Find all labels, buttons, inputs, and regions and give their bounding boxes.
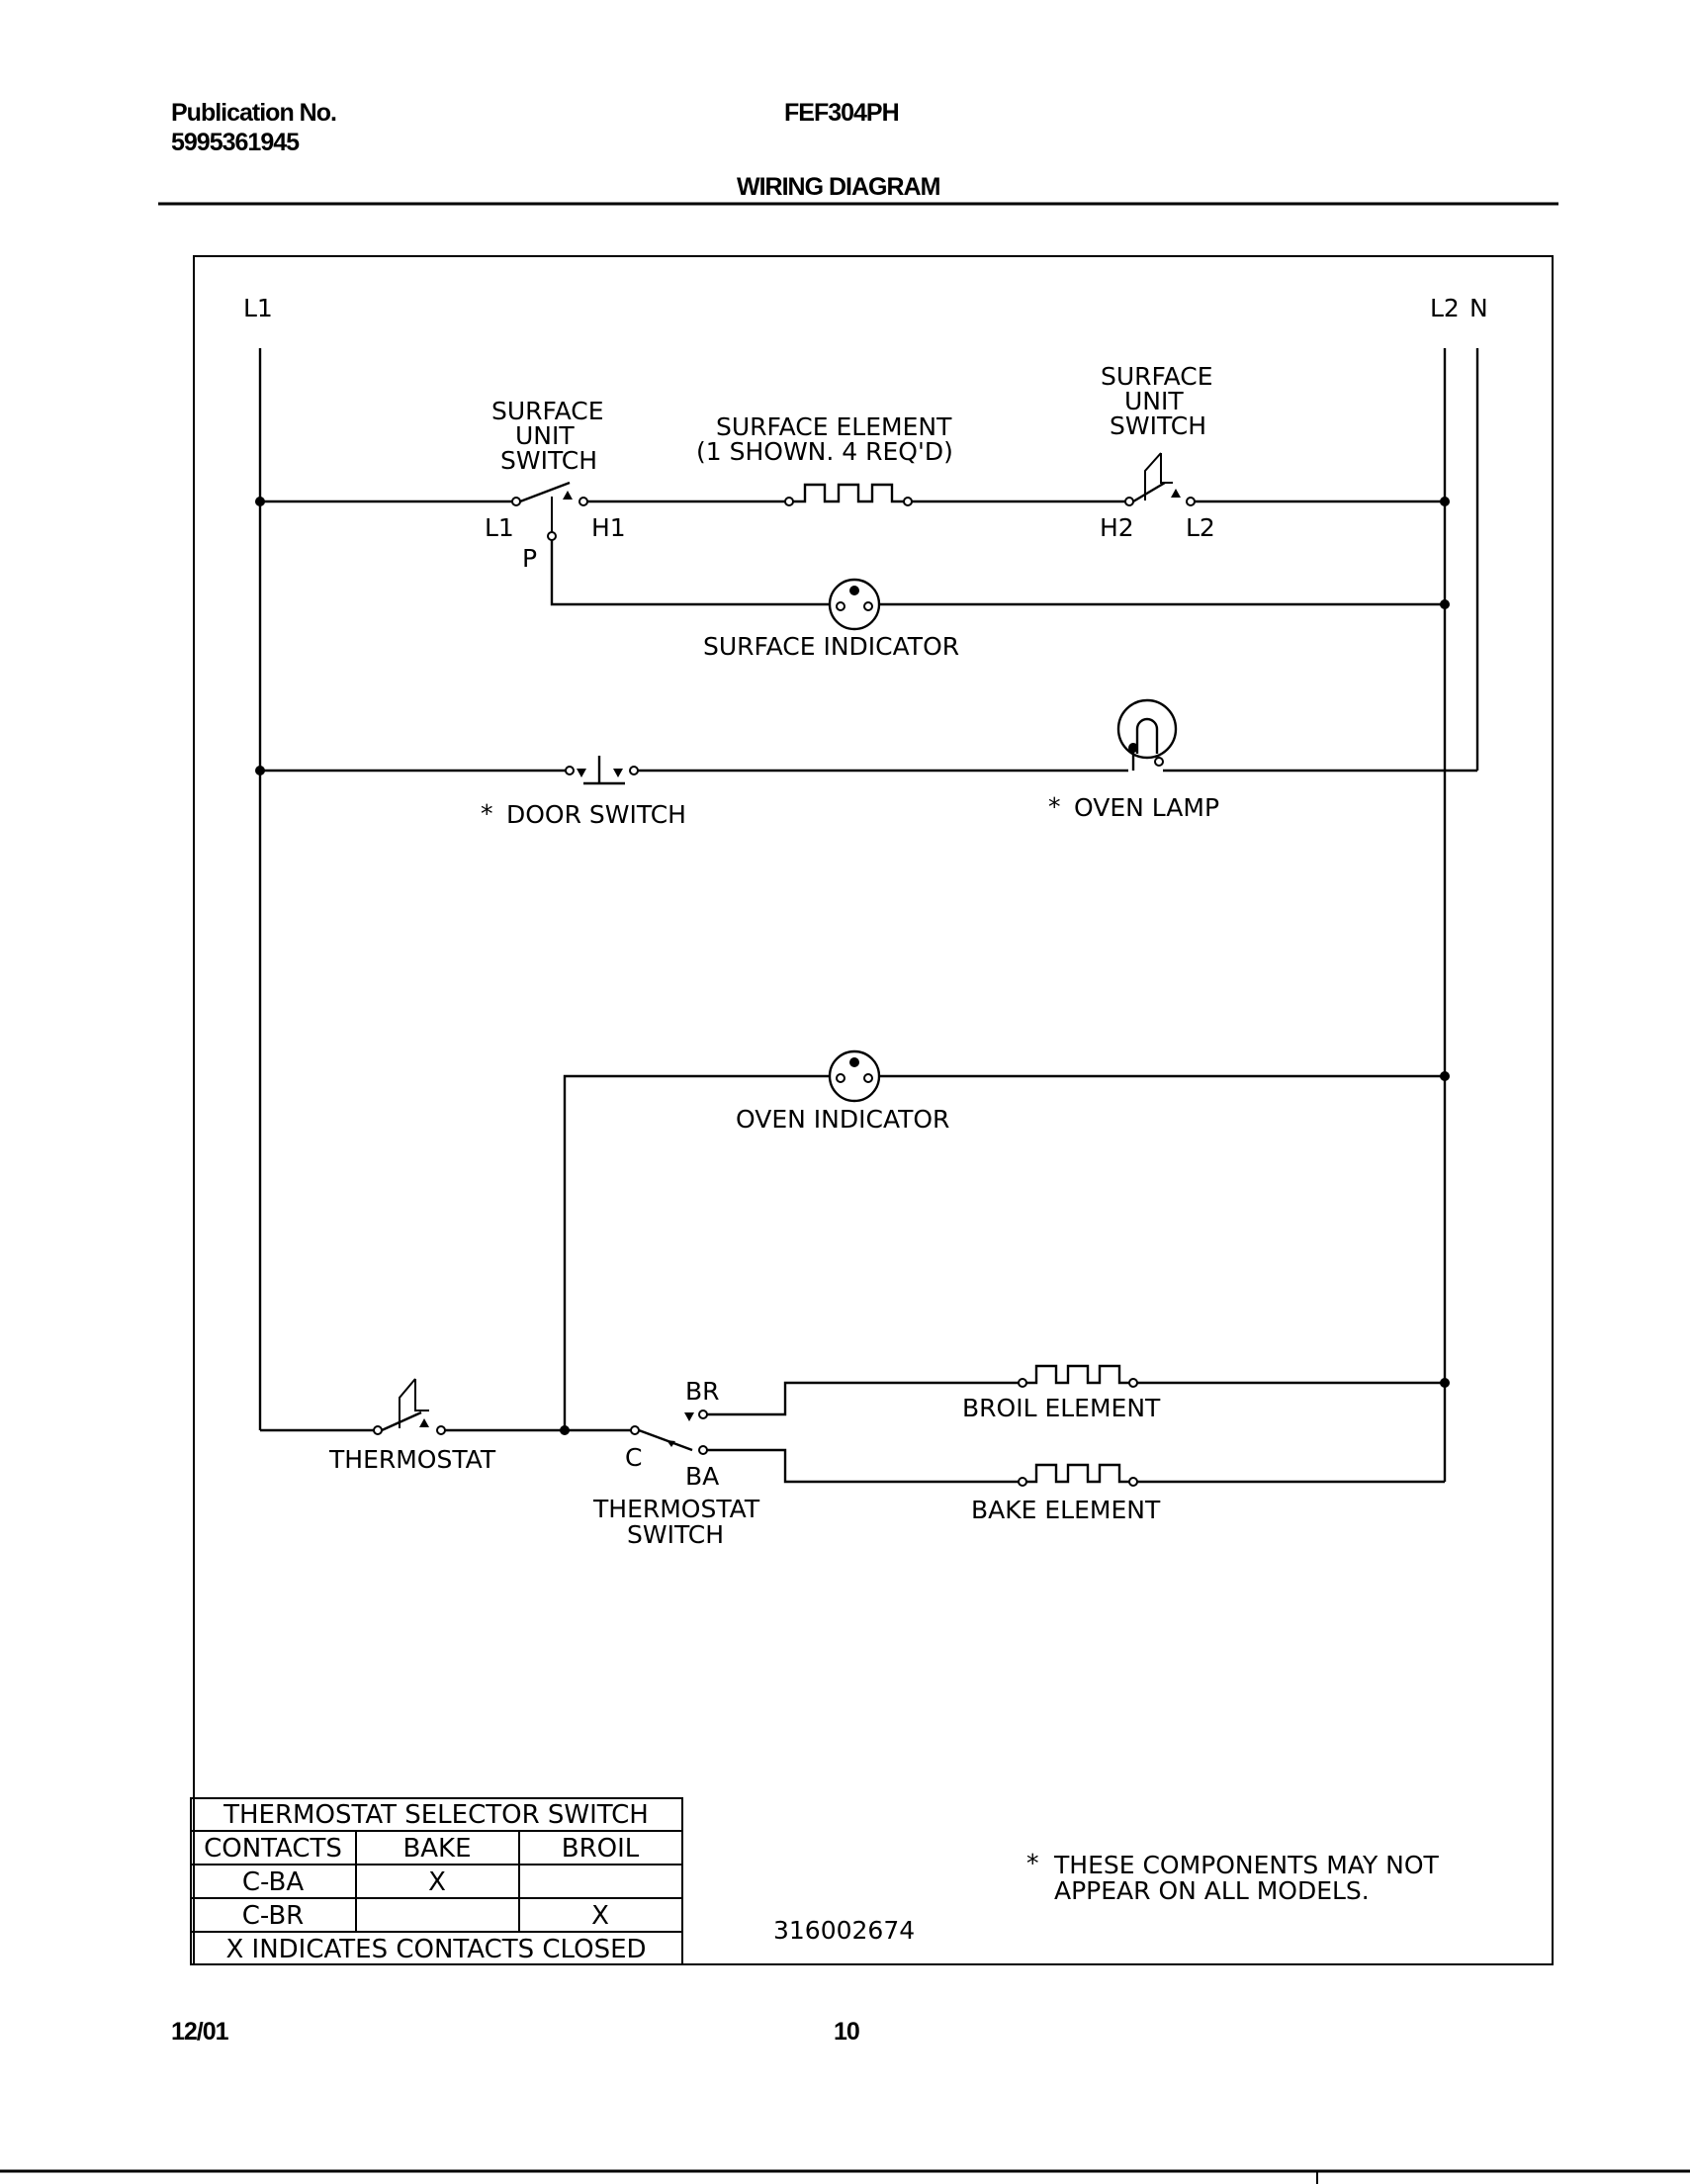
door-switch-terminal-left bbox=[565, 766, 575, 775]
door-switch-contact-right bbox=[613, 769, 623, 777]
door-switch-contact-left bbox=[577, 769, 586, 777]
thermostat-terminal-right bbox=[436, 1425, 446, 1435]
junction-oven-indicator bbox=[1440, 1071, 1450, 1081]
terminal-p-label: P bbox=[522, 544, 537, 573]
terminal-l2 bbox=[1186, 497, 1196, 506]
broil-terminal-left bbox=[1018, 1378, 1027, 1388]
note-line-2: APPEAR ON ALL MODELS. bbox=[1054, 1876, 1370, 1905]
note-asterisk: * bbox=[1026, 1849, 1039, 1877]
switch-contact-marker bbox=[563, 491, 573, 500]
terminal-br bbox=[698, 1410, 708, 1419]
footer-page-number: 10 bbox=[834, 2018, 860, 2046]
terminal-c-label: C bbox=[625, 1443, 642, 1472]
junction-broil bbox=[1440, 1378, 1450, 1388]
bake-terminal-left bbox=[1018, 1477, 1027, 1487]
terminal-p bbox=[547, 531, 557, 541]
thermostat-switch-label-1: THERMOSTAT bbox=[592, 1495, 760, 1523]
terminal-h1-label: H1 bbox=[591, 513, 626, 542]
surface-switch-left-label-3: SWITCH bbox=[500, 446, 597, 475]
broil-terminal-right bbox=[1128, 1378, 1138, 1388]
bake-element-symbol bbox=[1026, 1463, 1129, 1484]
selector-row1-contacts: C-BA bbox=[242, 1867, 304, 1897]
part-number: 316002674 bbox=[773, 1916, 915, 1945]
terminal-br-label: BR bbox=[685, 1377, 720, 1406]
oven-lamp-icon bbox=[1116, 698, 1178, 771]
terminal-h1 bbox=[578, 497, 588, 506]
surface-switch-right-label-1: SURFACE bbox=[1101, 362, 1213, 391]
n-label: N bbox=[1469, 294, 1488, 322]
surface-switch-right-label-3: SWITCH bbox=[1110, 411, 1206, 440]
terminal-ba bbox=[698, 1445, 708, 1455]
broil-element-label: BROIL ELEMENT bbox=[962, 1394, 1161, 1422]
terminal-h2 bbox=[1124, 497, 1134, 506]
selector-row1-bake: X bbox=[428, 1867, 446, 1897]
element-terminal-left bbox=[784, 497, 794, 506]
selector-table-footer: X INDICATES CONTACTS CLOSED bbox=[225, 1935, 646, 1964]
terminal-h2-label: H2 bbox=[1100, 513, 1134, 542]
junction-indicator bbox=[1440, 599, 1450, 609]
surface-switch-left-label-2: UNIT bbox=[515, 421, 575, 450]
publication-number: 5995361945 bbox=[171, 129, 300, 156]
terminal-l1 bbox=[511, 497, 521, 506]
publication-label: Publication No. bbox=[171, 99, 337, 127]
surface-element-label-2: (1 SHOWN. 4 REQ'D) bbox=[696, 437, 953, 466]
oven-indicator-icon bbox=[828, 1049, 881, 1103]
wire-oven-indicator-left bbox=[563, 1074, 830, 1431]
oven-lamp-label: OVEN LAMP bbox=[1074, 793, 1219, 822]
thermostat-contact-marker bbox=[419, 1418, 429, 1427]
bimetal-symbol bbox=[1144, 452, 1173, 500]
thermostat-terminal-left bbox=[373, 1425, 383, 1435]
selector-table-title: THERMOSTAT SELECTOR SWITCH bbox=[222, 1800, 649, 1830]
switch-blade bbox=[519, 481, 571, 503]
junction-l2-surface bbox=[1440, 497, 1450, 506]
element-terminal-right bbox=[903, 497, 913, 506]
surface-indicator-label: SURFACE INDICATOR bbox=[703, 632, 959, 661]
oven-indicator-label: OVEN INDICATOR bbox=[736, 1105, 949, 1134]
selector-contact-marker bbox=[667, 1440, 675, 1447]
surface-element-symbol bbox=[793, 483, 904, 503]
thermostat-switch-label-2: SWITCH bbox=[627, 1520, 724, 1549]
terminal-l1-label: L1 bbox=[485, 513, 514, 542]
door-switch-terminal-right bbox=[629, 766, 639, 775]
bake-element-label: BAKE ELEMENT bbox=[971, 1496, 1161, 1524]
selector-row2-broil: X bbox=[591, 1901, 609, 1931]
selector-header-bake: BAKE bbox=[402, 1834, 471, 1864]
surface-switch-right-label-2: UNIT bbox=[1124, 387, 1184, 415]
thermostat-blade bbox=[381, 1410, 422, 1432]
terminal-l2-label: L2 bbox=[1186, 513, 1215, 542]
door-switch-asterisk: * bbox=[481, 799, 493, 828]
l1-label: L1 bbox=[243, 294, 273, 322]
thermostat-bimetal-symbol bbox=[399, 1378, 429, 1428]
wire-indicator-left bbox=[550, 540, 830, 606]
surface-element-label-1: SURFACE ELEMENT bbox=[716, 412, 952, 441]
wire-bake-left bbox=[707, 1448, 1019, 1484]
terminal-c bbox=[630, 1425, 640, 1435]
surface-indicator-icon bbox=[828, 578, 881, 631]
bake-terminal-right bbox=[1128, 1477, 1138, 1487]
note-line-1: THESE COMPONENTS MAY NOT bbox=[1053, 1851, 1440, 1879]
br-contact-marker bbox=[684, 1412, 694, 1421]
diagram-border bbox=[193, 255, 1554, 1965]
section-title: WIRING DIAGRAM bbox=[737, 173, 940, 201]
selector-table bbox=[190, 1797, 683, 1965]
model-number: FEF304PH bbox=[784, 99, 900, 127]
surface-switch-left-label-1: SURFACE bbox=[491, 397, 604, 425]
wire-broil-left bbox=[707, 1381, 1019, 1416]
door-switch-label: DOOR SWITCH bbox=[506, 800, 686, 829]
terminal-ba-label: BA bbox=[685, 1462, 719, 1491]
selector-header-broil: BROIL bbox=[562, 1834, 640, 1864]
oven-lamp-asterisk: * bbox=[1048, 792, 1061, 821]
selector-blade bbox=[638, 1428, 693, 1452]
junction-l1-surface bbox=[255, 497, 265, 506]
thermostat-label: THERMOSTAT bbox=[328, 1445, 496, 1474]
selector-header-contacts: CONTACTS bbox=[204, 1834, 342, 1864]
broil-element-symbol bbox=[1026, 1364, 1129, 1385]
switch-blade-right bbox=[1132, 481, 1166, 503]
switch-contact-marker-right bbox=[1171, 489, 1181, 498]
selector-row2-contacts: C-BR bbox=[242, 1901, 305, 1931]
l2-label: L2 bbox=[1430, 294, 1460, 322]
footer-date: 12/01 bbox=[171, 2018, 229, 2046]
junction-thermostat bbox=[560, 1425, 570, 1435]
